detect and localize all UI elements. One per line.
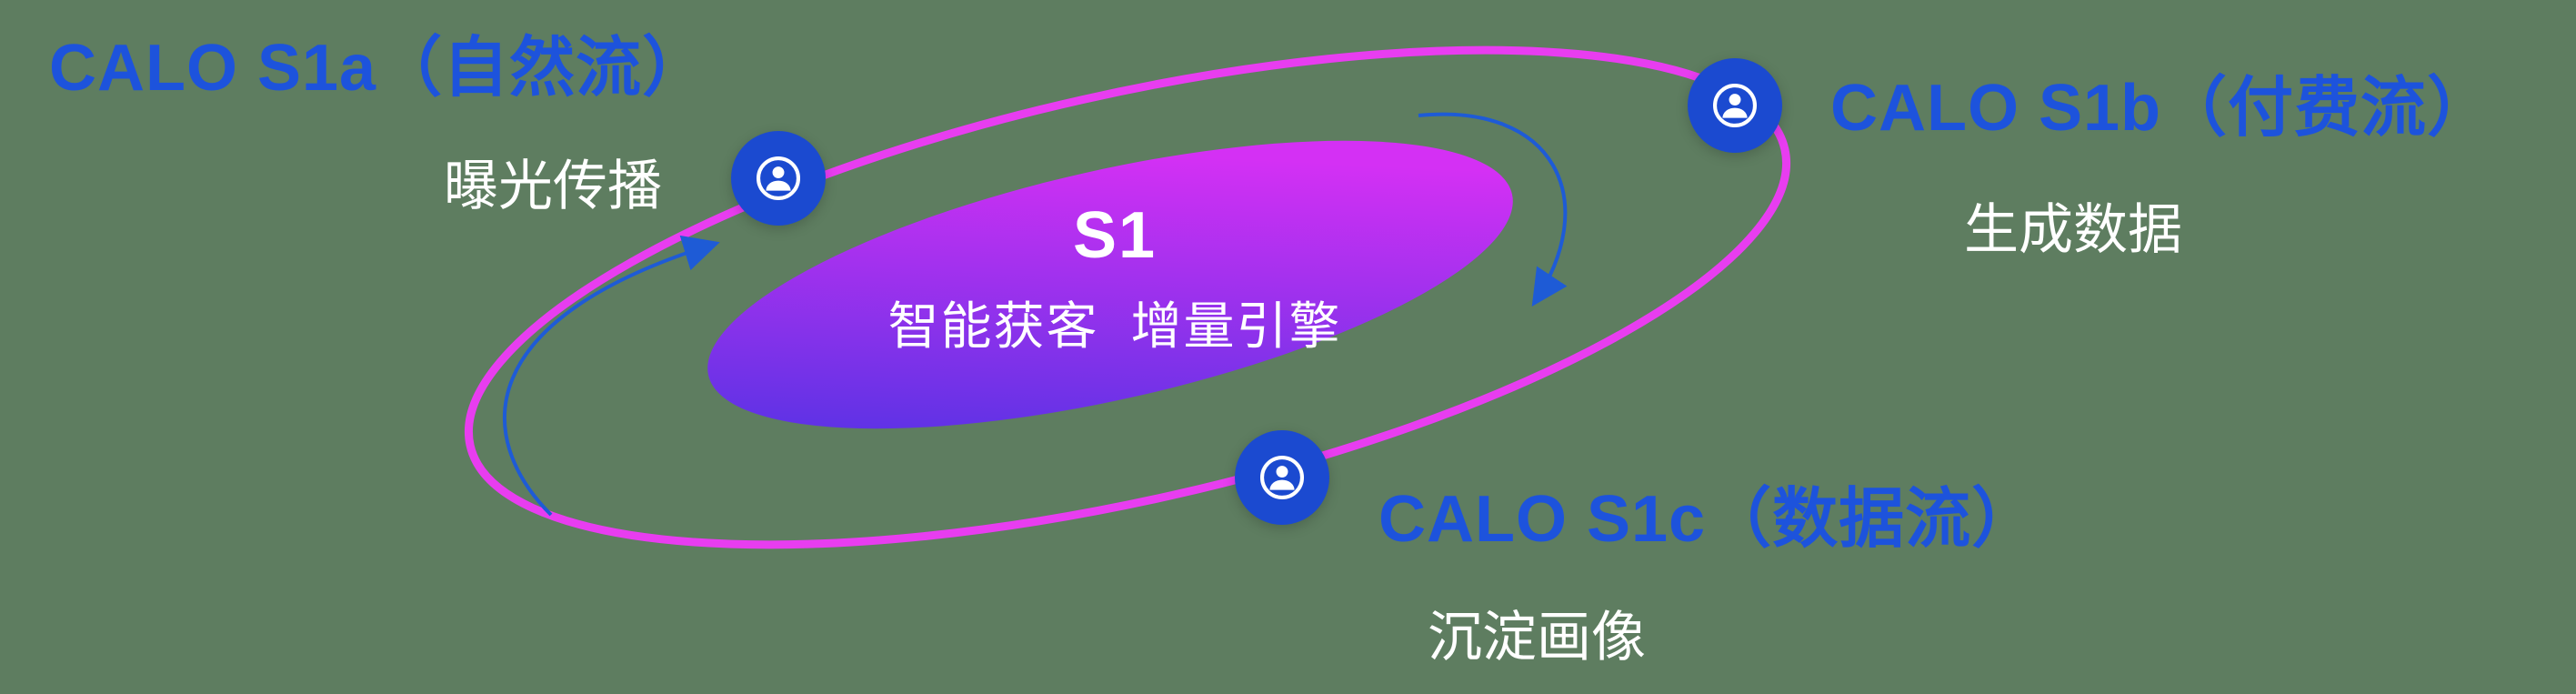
- label-s1b: CALO S1b（付费流）: [1830, 72, 2494, 145]
- orbit-ring: [464, 45, 1791, 549]
- sublabel-s1b: 生成数据: [1964, 199, 2182, 260]
- flow-arrow-right: [1418, 112, 1568, 307]
- flow-arrow-left: [503, 235, 720, 517]
- label-s1c: CALO S1c（数据流）: [1378, 483, 2039, 556]
- label-s1a: CALO S1a（自然流）: [49, 32, 709, 105]
- core-ellipse: [707, 140, 1513, 429]
- person-icon: [1712, 83, 1758, 128]
- node-s1c-person-badge: [1235, 430, 1329, 525]
- sublabel-s1a: 曝光传播: [444, 156, 662, 216]
- person-icon: [1259, 455, 1305, 500]
- person-icon: [756, 156, 801, 201]
- node-s1b-person-badge: [1688, 58, 1782, 153]
- sublabel-s1c: 沉淀画像: [1428, 607, 1646, 668]
- node-s1a-person-badge: [731, 131, 826, 226]
